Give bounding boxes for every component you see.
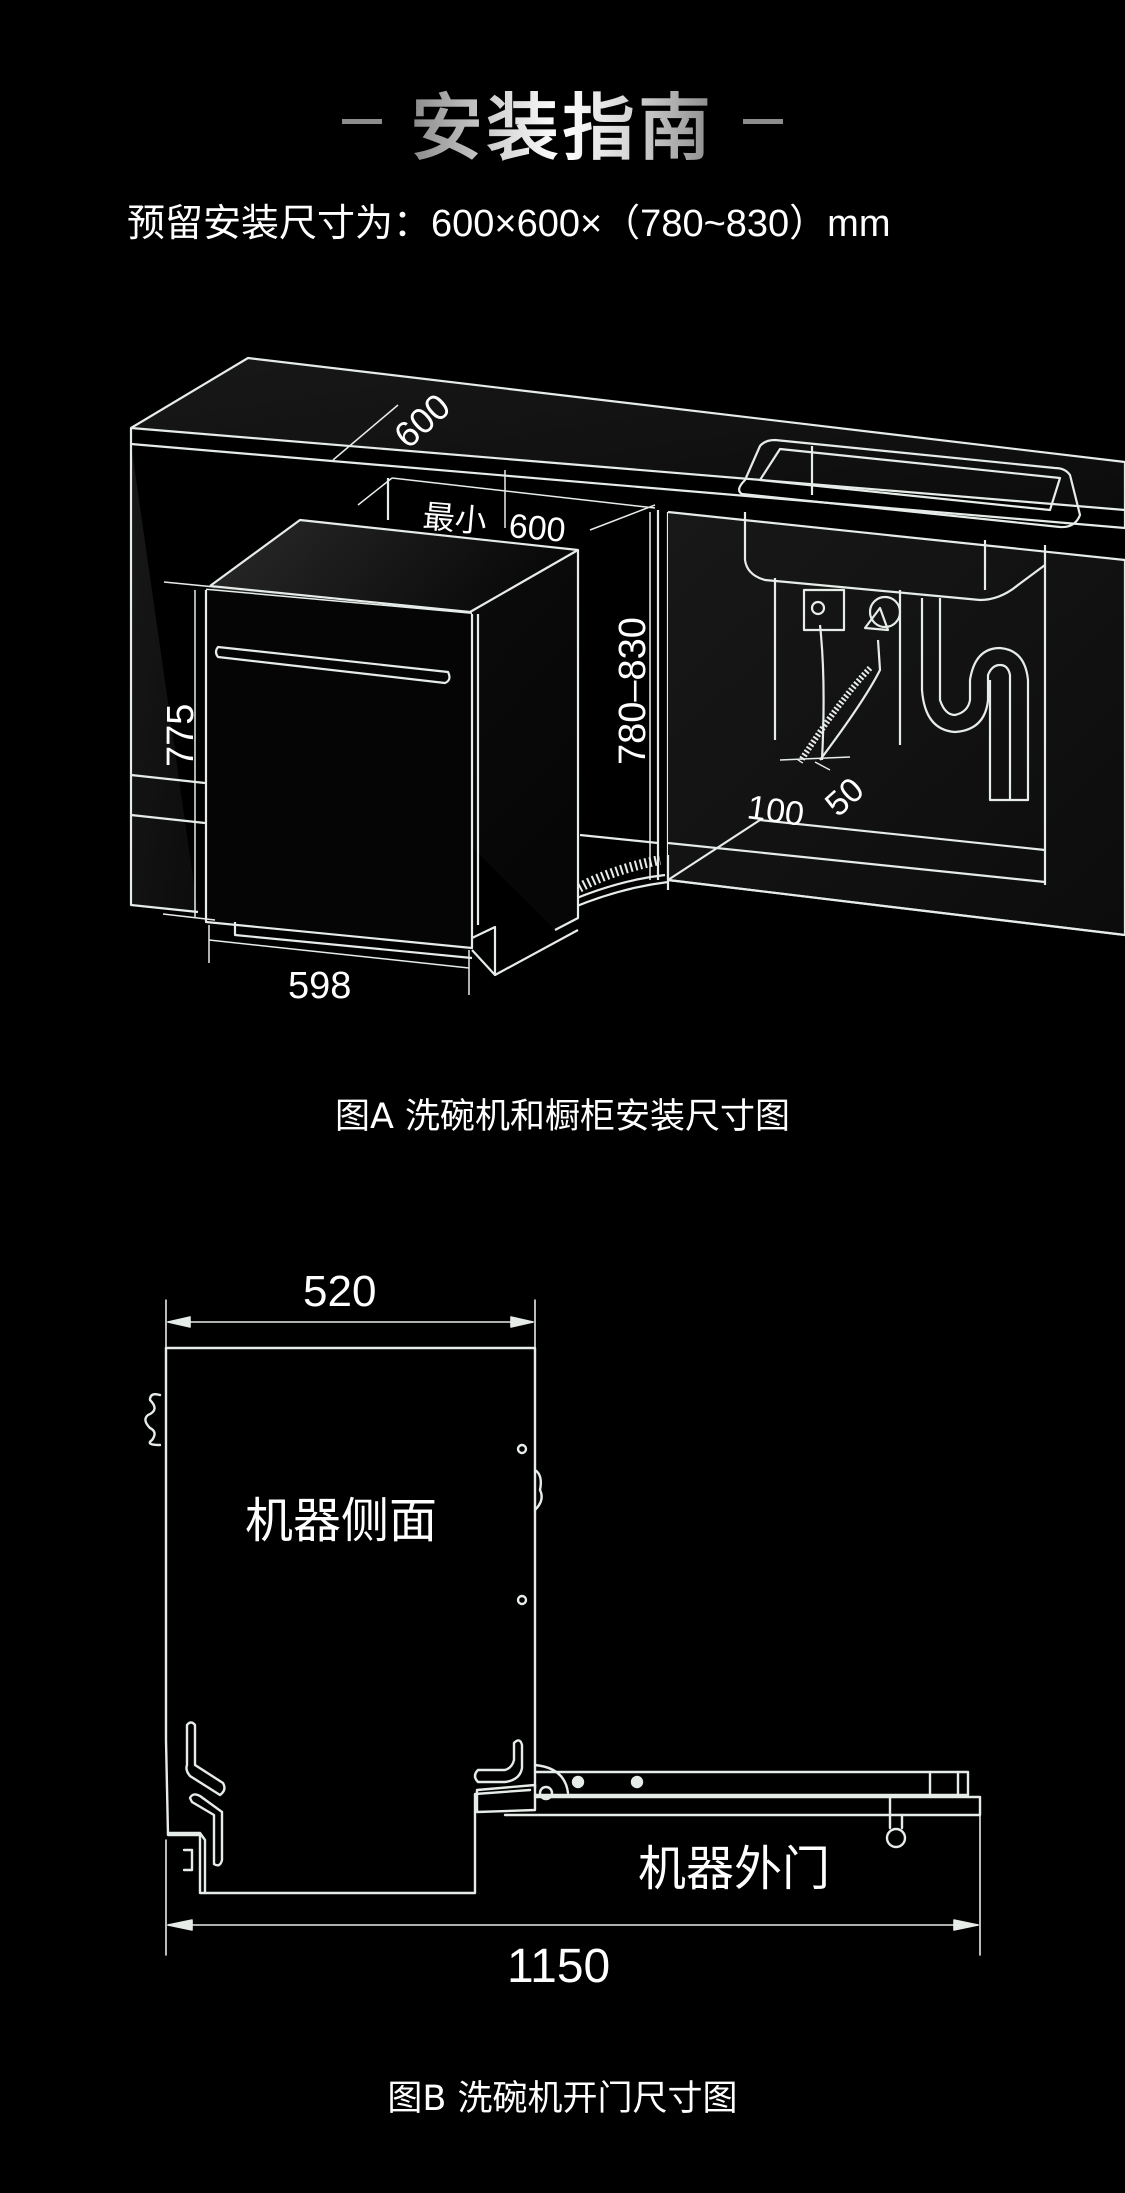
install-dimensions-text: 预留安装尺寸为：600×600×（780~830）mm xyxy=(127,203,891,245)
figure-b-diagram: 520 机器侧面 机器外门 1150 xyxy=(144,1267,982,1993)
figure-b-caption: 图B 洗碗机开门尺寸图 xyxy=(387,2079,738,2119)
pipe-offset-100-label: 100 xyxy=(745,788,806,834)
machine-height-label: 775 xyxy=(160,704,202,767)
open-length-1150-label: 1150 xyxy=(507,1940,610,1993)
side-view-label: 机器侧面 xyxy=(245,1495,437,1548)
title-dash-left xyxy=(342,118,383,124)
niche-height-label: 780–830 xyxy=(612,617,654,765)
figure-a-diagram: 600 最小 600 775 780–830 598 100 50 xyxy=(129,356,1125,1007)
min-width-label: 600 xyxy=(507,507,567,550)
machine-width-label: 598 xyxy=(288,965,351,1007)
page-title: 安装指南 xyxy=(0,66,1125,176)
title-dash-right xyxy=(742,118,783,124)
figure-a-caption: 图A 洗碗机和橱柜安装尺寸图 xyxy=(334,1097,791,1137)
min-width-prefix-label: 最小 xyxy=(421,498,488,539)
door-label: 机器外门 xyxy=(638,1843,830,1896)
title-text: 安装指南 xyxy=(410,69,714,174)
depth-520-label: 520 xyxy=(303,1267,376,1316)
